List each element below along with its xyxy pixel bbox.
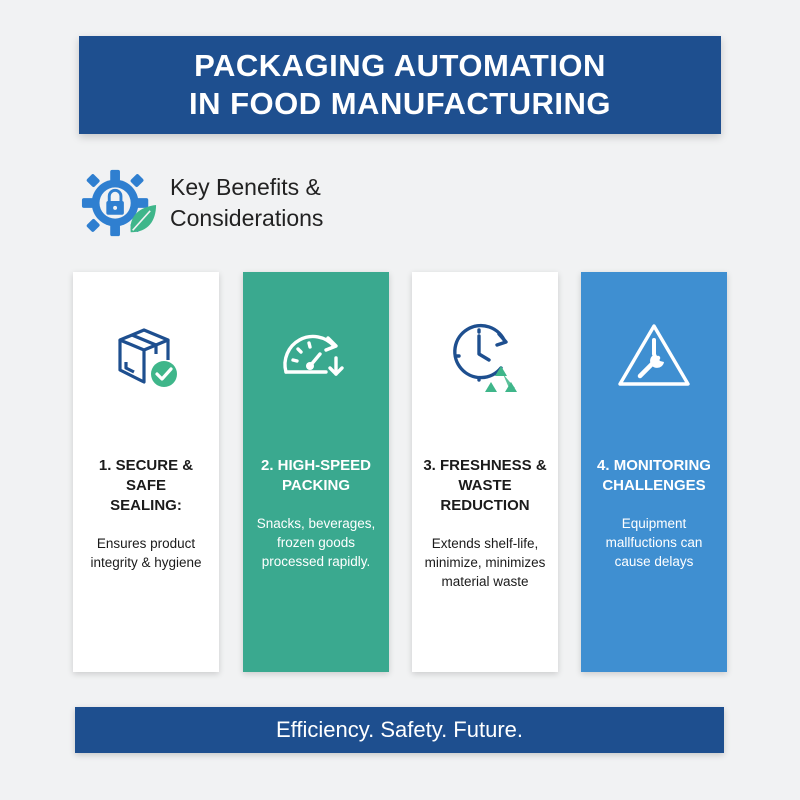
footer-tagline: Efficiency. Safety. Future. <box>276 717 523 742</box>
card-3-desc-line-3: material waste <box>441 574 529 589</box>
title-line-2: IN FOOD MANUFACTURING <box>188 86 612 121</box>
clock-recycle-icon <box>453 323 517 392</box>
speedometer-icon <box>283 334 344 376</box>
card-3-heading-line-1: 3. FRESHNESS & <box>423 457 547 474</box>
card-4-desc-line-3: cause delays <box>614 554 694 569</box>
card-2-desc-line-1: Snacks, beverages, <box>256 516 376 531</box>
benefit-card-2: 2. HIGH-SPEED PACKING Snacks, beverages,… <box>243 272 389 672</box>
benefit-card-4: 4. MONITORING CHALLENGES Equipment mallf… <box>581 272 727 672</box>
subheading-line-1: Key Benefits & <box>170 174 321 200</box>
card-4-desc-line-1: Equipment <box>621 516 687 531</box>
card-1-desc-line-2: integrity & hygiene <box>90 555 202 570</box>
card-4-desc-line-2: mallfuctions can <box>605 535 703 550</box>
card-2-desc-line-2: frozen goods <box>276 535 356 550</box>
warning-wrench-icon <box>618 324 690 386</box>
card-4-heading-line-2: CHALLENGES <box>602 477 706 494</box>
box-check-icon <box>118 328 177 387</box>
card-3-desc-line-1: Extends shelf-life, <box>431 536 539 551</box>
subheading-line-2: Considerations <box>170 205 324 231</box>
card-3-desc-line-2: minimize, minimizes <box>424 555 546 570</box>
card-4-heading-line-1: 4. MONITORING <box>597 457 711 474</box>
title-line-1: PACKAGING AUTOMATION <box>194 48 606 83</box>
card-2-heading-line-2: PACKING <box>281 477 351 494</box>
benefit-card-3: 3. FRESHNESS & WASTE REDUCTION Extends s… <box>412 272 558 672</box>
card-1-heading-line-2: SEALING: <box>110 497 182 514</box>
card-3-heading-line-2: WASTE REDUCTION <box>440 477 530 514</box>
card-1-heading-line-1: 1. SECURE & SAFE <box>98 457 194 494</box>
benefit-card-1: 1. SECURE & SAFE SEALING: Ensures produc… <box>73 272 219 672</box>
card-2-desc-line-3: processed rapidly. <box>261 554 371 569</box>
footer-banner: Efficiency. Safety. Future. <box>75 707 724 753</box>
title-banner: PACKAGING AUTOMATION IN FOOD MANUFACTURI… <box>79 36 721 134</box>
gear-lock-leaf-icon <box>81 169 157 237</box>
card-1-desc-line-1: Ensures product <box>96 536 196 551</box>
subheading: Key Benefits & Considerations <box>80 162 323 244</box>
card-2-heading-line-1: 2. HIGH-SPEED <box>260 457 372 474</box>
